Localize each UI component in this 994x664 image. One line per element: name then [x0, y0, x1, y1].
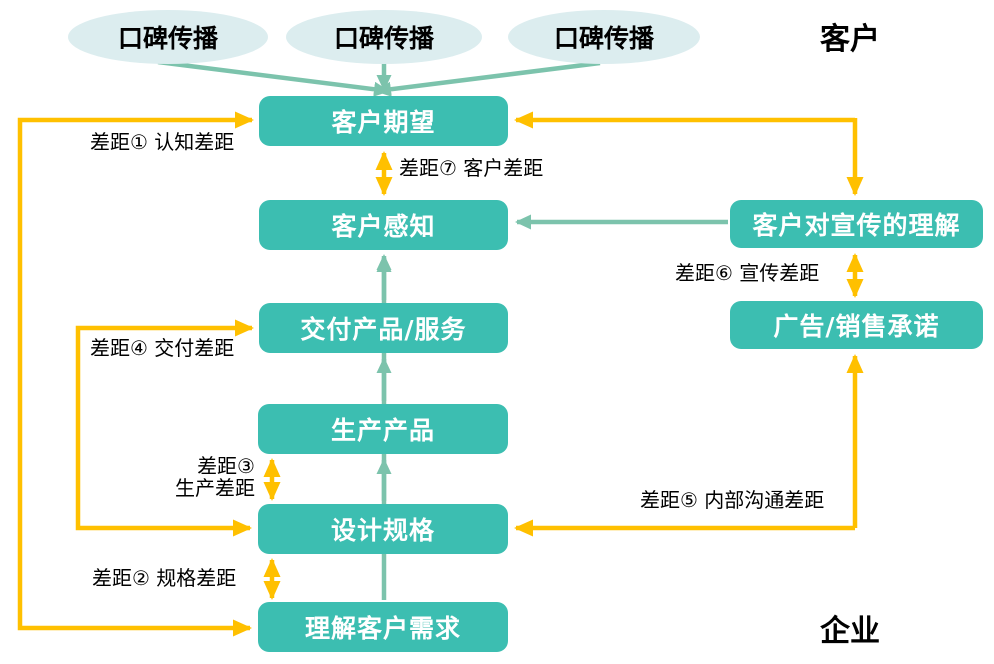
box-customer-promo-understanding: 客户对宣传的理解	[730, 200, 983, 248]
word-of-mouth-ellipse-3: 口碑传播	[508, 10, 700, 64]
box-design-spec: 设计规格	[258, 504, 508, 554]
gap-connectors	[17, 111, 864, 637]
gap1-lower	[17, 374, 252, 637]
gap3-label-line2: 生产差距	[175, 476, 255, 500]
box-understand-customer-needs: 理解客户需求	[258, 602, 508, 652]
gap1-label: 差距① 认知差距	[90, 130, 235, 154]
gap7-label: 差距⑦ 客户差距	[399, 156, 544, 180]
gap3-label-line1: 差距③	[197, 454, 255, 478]
customer-region-label: 客户	[820, 22, 880, 57]
gap4-upper	[75, 319, 254, 428]
gap3-label: 差距③ 生产差距	[155, 455, 255, 499]
word-of-mouth-ellipse-2: 口碑传播	[286, 10, 482, 64]
box-customer-perception: 客户感知	[259, 200, 508, 250]
enterprise-region-label: 企业	[820, 614, 880, 649]
gap4-lower	[75, 428, 252, 537]
gap1-upper	[17, 111, 254, 374]
box-produce-product: 生产产品	[258, 404, 508, 454]
gap5-label: 差距⑤ 内部沟通差距	[640, 488, 825, 512]
gap4-label: 差距④ 交付差距	[90, 336, 235, 360]
box-deliver-product-service: 交付产品/服务	[259, 303, 508, 353]
word-of-mouth-ellipse-1: 口碑传播	[68, 10, 268, 64]
box-ad-sales-promise: 广告/销售承诺	[730, 301, 983, 349]
gap2-label: 差距② 规格差距	[92, 566, 237, 590]
word-of-mouth-arrows	[157, 59, 601, 97]
box-customer-expectation: 客户期望	[259, 96, 508, 146]
gap6-label: 差距⑥ 宣传差距	[675, 261, 820, 285]
